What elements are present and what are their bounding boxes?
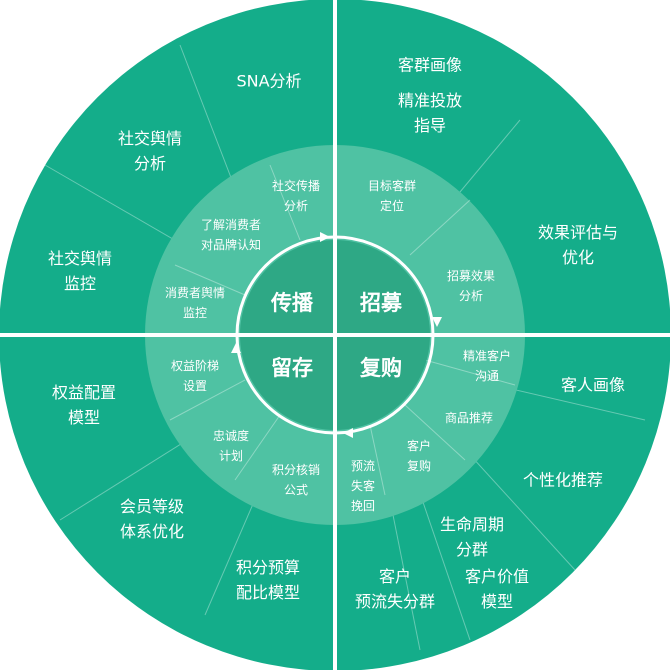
- outer-item-personalized-recommendation: 个性化推荐: [522, 470, 604, 490]
- outer-item-points-budget-model: 积分预算 配比模型: [235, 558, 301, 602]
- outer-item-social-sentiment-analysis: 社交舆情 分析: [117, 129, 183, 173]
- outer-item-membership-tier: 会员等级 体系优化: [119, 497, 185, 541]
- arrow-icon: [432, 317, 442, 327]
- middle-item-points-redemption: 积分核销 公式: [271, 463, 321, 497]
- middle-item-recruit-effect: 招募效果 分析: [446, 269, 496, 303]
- core-label-retain: 留存: [271, 356, 313, 380]
- middle-ring-dividers: [169, 164, 516, 496]
- arrow-icon: [320, 232, 330, 242]
- middle-item-social-spread-analysis: 社交传播 分析: [271, 179, 321, 213]
- arrow-icon: [231, 343, 241, 353]
- middle-item-precise-communication: 精准客户 沟通: [462, 349, 512, 383]
- middle-item-benefit-ladder: 权益阶梯 设置: [170, 359, 220, 393]
- middle-item-customer-repurchase: 客户 复购: [406, 439, 432, 473]
- outer-item-social-sentiment-monitor: 社交舆情 监控: [47, 249, 113, 293]
- outer-item-benefit-config-model: 权益配置 模型: [51, 383, 117, 427]
- outer-item-effect-evaluation: 效果评估与 优化: [537, 223, 619, 267]
- arrow-icon: [343, 428, 353, 438]
- core-label-spread: 传播: [271, 291, 313, 315]
- middle-item-product-recommendation: 商品推荐: [444, 411, 494, 425]
- outer-item-segment-profile: 客群画像: [397, 55, 463, 75]
- middle-item-target-segment: 目标客群 定位: [367, 179, 417, 213]
- outer-item-customer-profile: 客人画像: [560, 375, 626, 395]
- outer-item-churn-segment: 客户 预流失分群: [354, 567, 436, 611]
- middle-item-brand-awareness: 了解消费者 对品牌认知: [200, 218, 262, 252]
- core-label-repurchase: 复购: [360, 356, 402, 380]
- middle-item-churn-recovery: 预流 失客 挽回: [350, 459, 376, 513]
- core-label-recruit: 招募: [360, 291, 402, 315]
- outer-item-precise-delivery: 精准投放 指导: [397, 91, 463, 135]
- outer-item-lifecycle-segment: 生命周期 分群: [439, 515, 505, 559]
- middle-item-loyalty-plan: 忠诚度 计划: [212, 429, 250, 463]
- middle-item-consumer-sentiment: 消费者舆情 监控: [164, 286, 226, 320]
- outer-item-customer-value-model: 客户价值 模型: [464, 567, 530, 611]
- outer-item-sna-analysis: SNA分析: [236, 71, 302, 91]
